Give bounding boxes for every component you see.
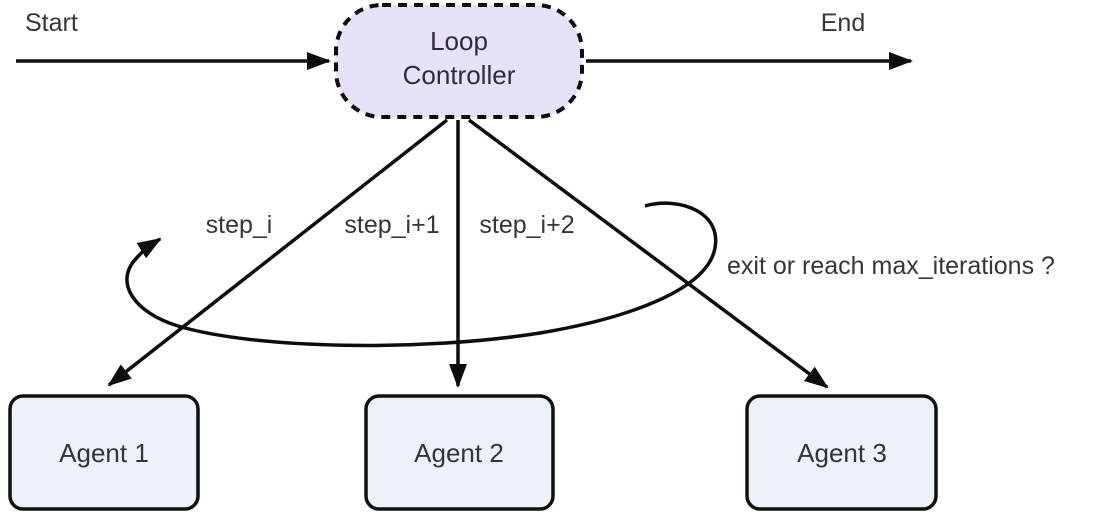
agent-2-label: Agent 2	[414, 438, 504, 468]
loop-controller-shape	[334, 3, 584, 119]
loop-back-arc-arrow	[125, 201, 718, 348]
end-label: End	[821, 9, 865, 37]
agent-2-shape	[364, 394, 555, 511]
edge-step-i	[107, 118, 449, 387]
edge-label-step-i: step_i	[206, 211, 273, 239]
loop-controller-node: Loop Controller	[334, 3, 584, 119]
agent-3-node: Agent 3	[745, 394, 938, 511]
edge-label-step-i1: step_i+1	[344, 211, 439, 239]
agent-3-label: Agent 3	[797, 438, 887, 468]
loop-controller-label-line1: Loop	[430, 26, 488, 56]
agent-1-label: Agent 1	[59, 438, 149, 468]
edge-step-i2	[467, 118, 829, 389]
start-label: Start	[25, 9, 78, 37]
agent-3-shape	[745, 394, 938, 511]
loop-controller-label-line2: Controller	[403, 60, 516, 90]
loop-annotation-label: exit or reach max_iterations ?	[727, 252, 1055, 280]
agent-2-node: Agent 2	[364, 394, 555, 511]
edge-label-step-i2: step_i+2	[479, 211, 574, 239]
agent-1-shape	[8, 394, 200, 511]
agent-1-node: Agent 1	[8, 394, 200, 511]
